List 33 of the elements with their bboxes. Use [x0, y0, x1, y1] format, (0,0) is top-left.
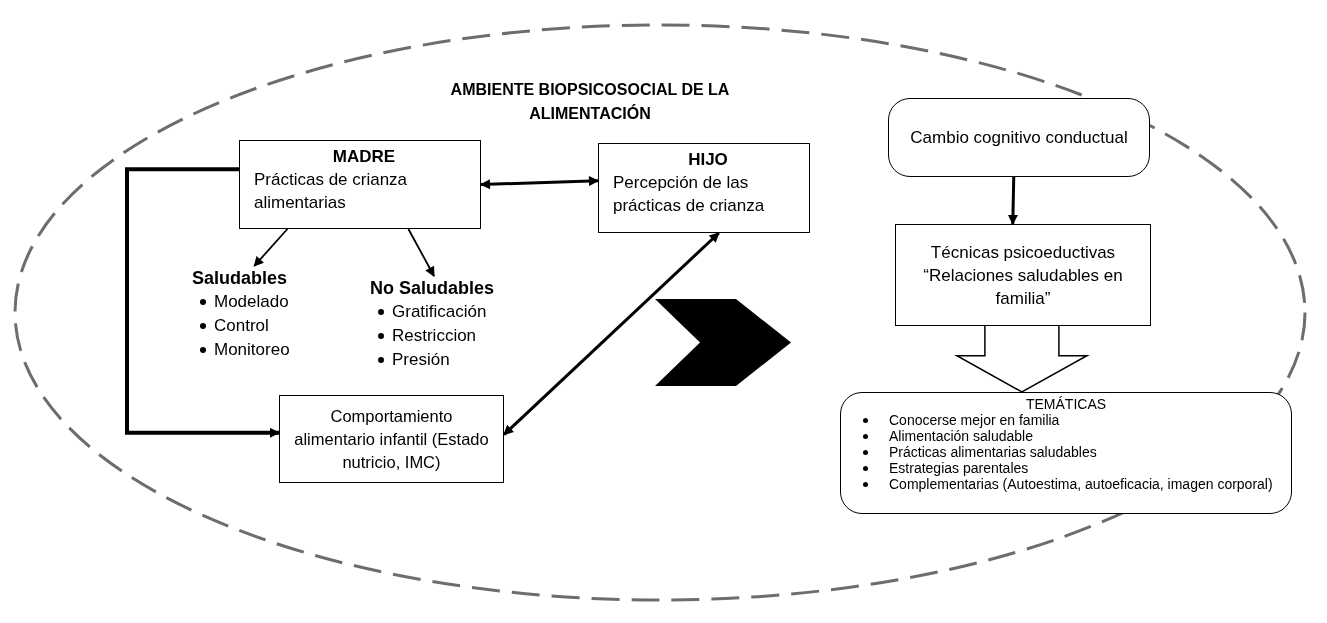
- arrow: [1007, 176, 1018, 225]
- process-box: [895, 224, 1151, 326]
- box-text: Técnicas psicoeductivas “Relaciones saludables en familia”: [922, 241, 1124, 310]
- box-heading: TEMÁTICAS: [1024, 396, 1108, 412]
- list-item: Modelado: [214, 292, 289, 311]
- elbow-arrow: [125, 167, 280, 438]
- double-arrow: [502, 231, 720, 436]
- double-arrow: [480, 176, 599, 190]
- list-item: Estrategias parentales: [889, 460, 1029, 476]
- list-item: Prácticas alimentarias saludables: [889, 444, 1097, 460]
- box-text: Percepción de las prácticas de crianza: [613, 172, 766, 217]
- box-heading: HIJO: [687, 149, 729, 171]
- list-heading: Saludables: [191, 267, 289, 290]
- list-heading: No Saludables: [369, 277, 496, 300]
- list-item: Monitoreo: [214, 340, 290, 359]
- box-text: Comportamiento alimentario infantil (Estado nutricio, IMC): [293, 405, 490, 473]
- list-item: Gratificación: [392, 302, 487, 321]
- list-item: Control: [214, 316, 269, 335]
- region-title: AMBIENTE BIOPSICOSOCIAL DE LA ALIMENTACIÓN: [449, 80, 731, 124]
- arrow: [253, 228, 289, 267]
- list-item: Conocerse mejor en familia: [889, 412, 1060, 428]
- process-box: [239, 140, 481, 229]
- box-text: Prácticas de crianza alimentarias: [254, 169, 409, 214]
- arrow: [407, 228, 435, 277]
- box-text: Cambio cognitivo conductual: [909, 127, 1129, 149]
- box-heading: MADRE: [331, 146, 397, 168]
- list-item: Alimentación saludable: [889, 428, 1033, 444]
- process-box: [598, 143, 810, 233]
- list-item: Presión: [392, 350, 450, 369]
- list-item: Complementarias (Autoestima, autoeficacia, imagen corporal): [889, 476, 1273, 492]
- hollow-block-arrow: [954, 325, 1090, 393]
- list-item: Restriccion: [392, 326, 477, 345]
- process-box: [279, 395, 504, 483]
